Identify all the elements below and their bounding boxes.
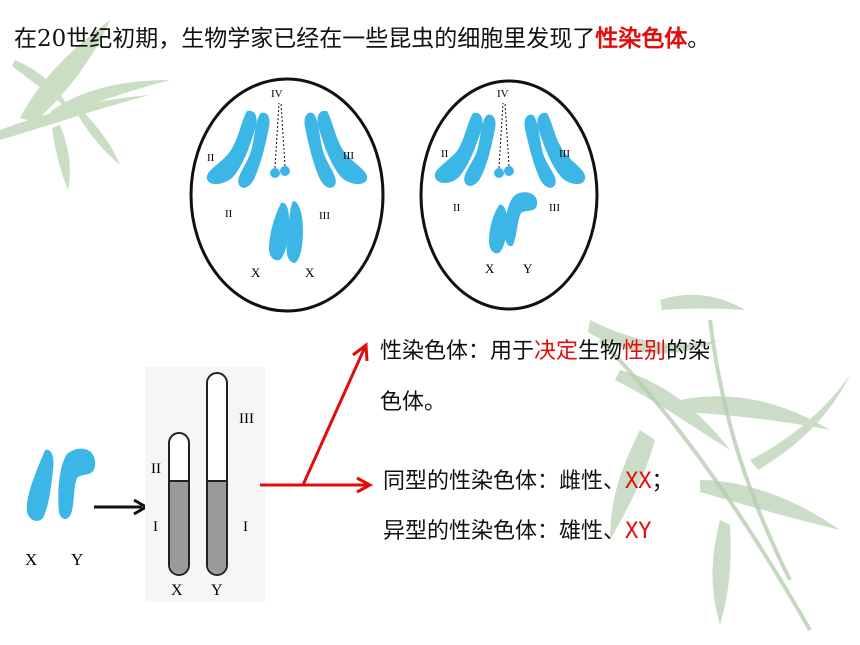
homotypic-text: 同型的性染色体：雌性、	[383, 469, 626, 494]
bar-label-i-right: I	[243, 519, 248, 535]
cell-female-label-iii-bottom: III	[319, 210, 330, 222]
cell-male-chromosomes	[434, 112, 586, 254]
intro-sentence: 在20世纪初期，生物学家已经在一些昆虫的细胞里发现了性染色体。	[14, 22, 834, 56]
x-chromosome-shape	[26, 449, 54, 521]
definition-line-2: 色体。	[380, 386, 446, 420]
cell-male-label-y: Y	[523, 261, 533, 276]
cell-female-label-iii-top: III	[343, 150, 354, 162]
cell-female-label-ii-bottom: II	[225, 208, 233, 220]
bamboo-decoration-bottom-right	[588, 294, 850, 631]
homotypic-line: 同型的性染色体：雌性、XX；	[383, 465, 674, 499]
definition-text-line2: 色体。	[380, 390, 447, 415]
bamboo-decoration-top-left	[0, 20, 170, 190]
black-arrow	[94, 498, 149, 516]
xy-chromosome-pair: X Y	[25, 448, 96, 569]
cell-female-diagram: IV II III II III X X	[189, 77, 385, 313]
homotypic-value: XX	[625, 469, 652, 494]
red-arrows	[260, 342, 374, 494]
bar-label-iii: III	[239, 411, 254, 427]
intro-highlight: 性染色体	[595, 25, 688, 52]
red-arrow-diagonal	[301, 346, 367, 486]
definition-highlight-sex: 性别	[622, 339, 667, 364]
cell-male-label-ii-bottom: II	[453, 202, 461, 214]
cell-male-label-x: X	[485, 261, 495, 276]
x-bar-shaded-section	[170, 481, 188, 574]
y-chromosome-shape	[58, 448, 96, 520]
cell-male-label-ii-top: II	[441, 148, 449, 160]
cell-male-label-iii-top: III	[559, 148, 570, 160]
bar-label-y: Y	[211, 582, 223, 599]
cell-female-label-x2: X	[305, 265, 315, 280]
heterotypic-line: 异型的性染色体：雄性、XY	[383, 515, 652, 549]
chromosome-bar-diagram: III II I I X Y	[145, 367, 265, 602]
heterotypic-text: 异型的性染色体：雄性、	[383, 519, 626, 544]
heterotypic-value: XY	[625, 519, 652, 544]
definition-line-1: 性染色体：用于决定生物性别的染	[380, 335, 710, 369]
cell-male-membrane	[419, 79, 599, 311]
cell-female-label-ii-top: II	[207, 152, 215, 164]
bar-label-x: X	[171, 582, 183, 599]
definition-text-a: 性染色体：用于	[380, 339, 535, 364]
bar-label-ii: II	[151, 461, 161, 477]
intro-text: 在20世纪初期，生物学家已经在一些昆虫的细胞里发现了	[14, 26, 596, 52]
cell-male-label-iii-bottom: III	[549, 202, 560, 214]
cell-female-label-iv: IV	[271, 88, 283, 100]
y-bar-shaded-section	[208, 481, 226, 574]
cell-female-label-x1: X	[251, 265, 261, 280]
cell-male-diagram: IV II III II III X Y	[419, 79, 599, 311]
xy-pair-y-label: Y	[71, 550, 83, 569]
cell-female-chromosomes	[206, 110, 368, 263]
definition-text-c: 生物	[578, 339, 623, 364]
bar-label-i-left: I	[153, 519, 158, 535]
definition-highlight-decide: 决定	[534, 339, 579, 364]
xy-pair-x-label: X	[25, 550, 37, 569]
cell-female-membrane	[189, 77, 385, 313]
intro-end: 。	[687, 26, 711, 52]
definition-text-e: 的染	[666, 339, 711, 364]
cell-male-label-iv: IV	[497, 88, 509, 100]
homotypic-end: ；	[651, 469, 674, 494]
